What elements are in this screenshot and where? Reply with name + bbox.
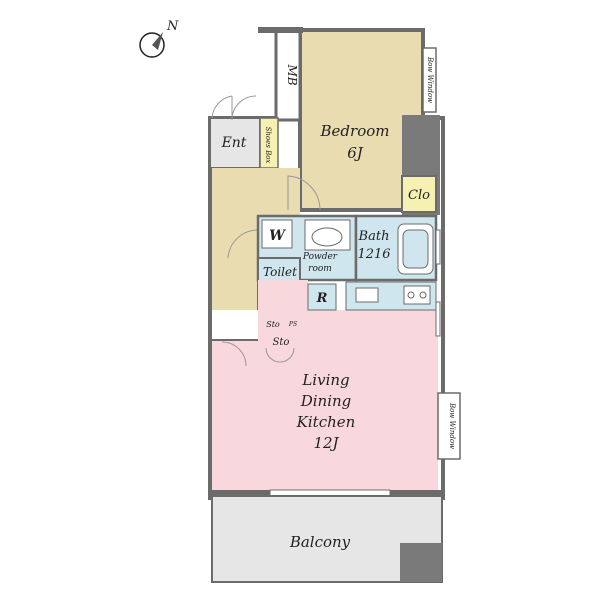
meter-box bbox=[274, 28, 302, 122]
entrance-label: Ent bbox=[221, 135, 247, 151]
window-right-1 bbox=[435, 301, 441, 337]
pipe-space-label: PS bbox=[288, 321, 297, 328]
bath-size: 1216 bbox=[357, 247, 390, 262]
powder-room-label-2: room bbox=[308, 264, 332, 274]
bow-window-top bbox=[422, 47, 437, 113]
compass-needle-shade bbox=[152, 32, 163, 50]
ldk-size: 12J bbox=[313, 434, 339, 452]
storage-small-label: Sto bbox=[266, 320, 280, 329]
mb-label: MB bbox=[285, 63, 299, 85]
washer-label: W bbox=[269, 228, 286, 244]
closet bbox=[401, 175, 437, 213]
ldk-label-1: Living bbox=[301, 371, 349, 389]
kitchen-sink bbox=[355, 287, 379, 303]
bath-label: Bath bbox=[358, 229, 390, 244]
corridor-upper bbox=[258, 168, 300, 216]
window-right-2 bbox=[435, 229, 441, 265]
ldk-label-2: Dining bbox=[300, 392, 352, 410]
ldk-door-arc bbox=[221, 341, 247, 367]
powder-room-label-1: Powder bbox=[302, 252, 338, 262]
ldk-extension bbox=[258, 280, 308, 310]
compass: N bbox=[139, 19, 179, 58]
entrance-door-arc-2 bbox=[211, 95, 233, 119]
bow-window-top-label: Bow Window bbox=[426, 56, 434, 103]
storage-door-arcs bbox=[265, 347, 295, 363]
north-label: N bbox=[166, 19, 179, 34]
refrigerator bbox=[307, 283, 337, 311]
refrigerator-label: R bbox=[316, 291, 328, 306]
compass-ring bbox=[139, 32, 165, 58]
storage-label: Sto bbox=[273, 337, 290, 348]
washing-machine bbox=[261, 219, 293, 249]
balcony-label: Balcony bbox=[289, 533, 351, 551]
burner-1 bbox=[407, 291, 415, 299]
sink-bowl bbox=[311, 227, 343, 247]
ldk-label-3: Kitchen bbox=[296, 413, 356, 431]
stove bbox=[403, 285, 431, 305]
shoe-box-label: Shoes Box bbox=[264, 127, 272, 164]
bow-window-right bbox=[437, 392, 461, 460]
corridor bbox=[212, 168, 258, 330]
bedroom-size: 6J bbox=[347, 144, 364, 162]
bedroom-label: Bedroom bbox=[320, 122, 390, 140]
closet-label: Clo bbox=[408, 188, 430, 203]
wall-segment-top bbox=[258, 27, 303, 33]
toilet-door-arc bbox=[227, 229, 259, 259]
pillar-balcony bbox=[400, 543, 442, 582]
bedroom-door-arc bbox=[287, 175, 321, 211]
ldk-door-area bbox=[212, 310, 258, 340]
toilet-label: Toilet bbox=[263, 265, 297, 279]
bathtub-inner bbox=[402, 229, 429, 269]
bow-window-right-label: Bow Window bbox=[448, 402, 456, 449]
burner-2 bbox=[419, 291, 427, 299]
